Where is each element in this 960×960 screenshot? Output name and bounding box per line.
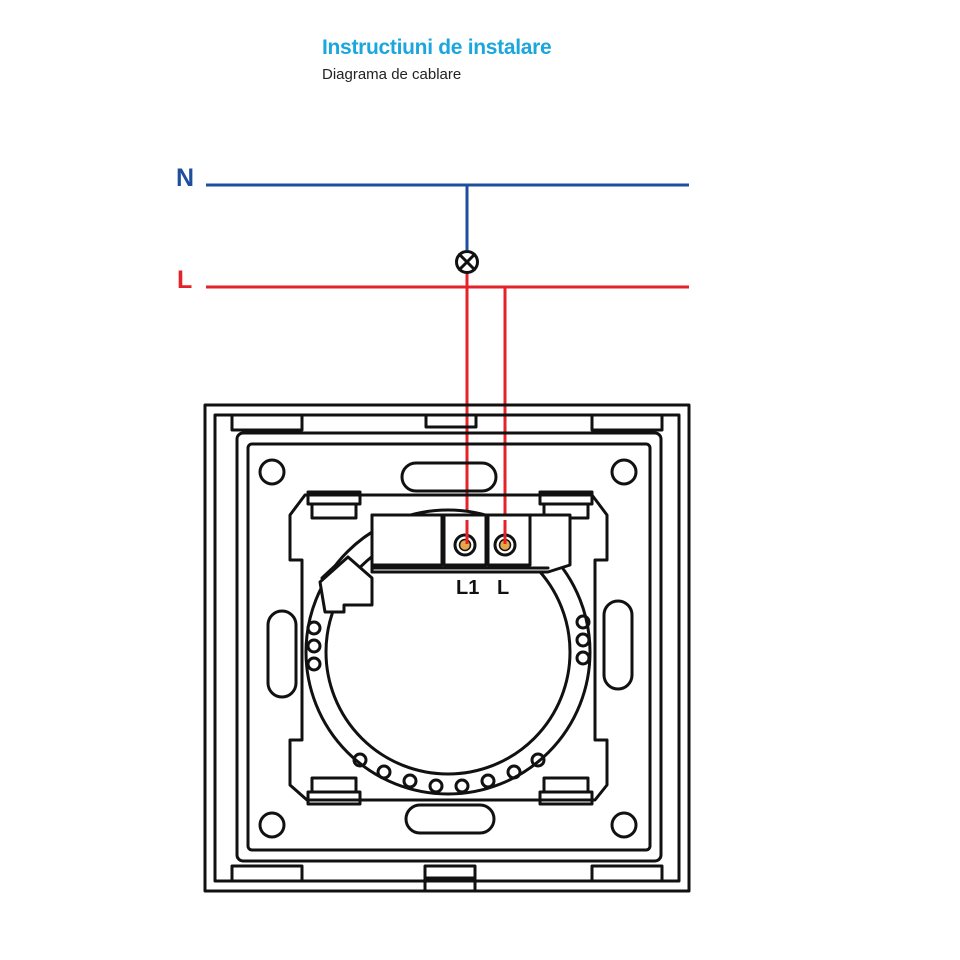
lamp-icon <box>455 250 479 274</box>
terminal-l1-label: L1 <box>456 577 479 599</box>
page-title: Instructiuni de instalare <box>322 36 552 59</box>
neutral-line-label: N <box>176 164 194 192</box>
terminal-l1 <box>453 533 477 557</box>
live-line-label: L <box>177 266 192 294</box>
page-subtitle: Diagrama de cablare <box>322 66 462 83</box>
terminal-l-label: L <box>497 577 509 599</box>
switch-back-plate <box>203 403 691 893</box>
